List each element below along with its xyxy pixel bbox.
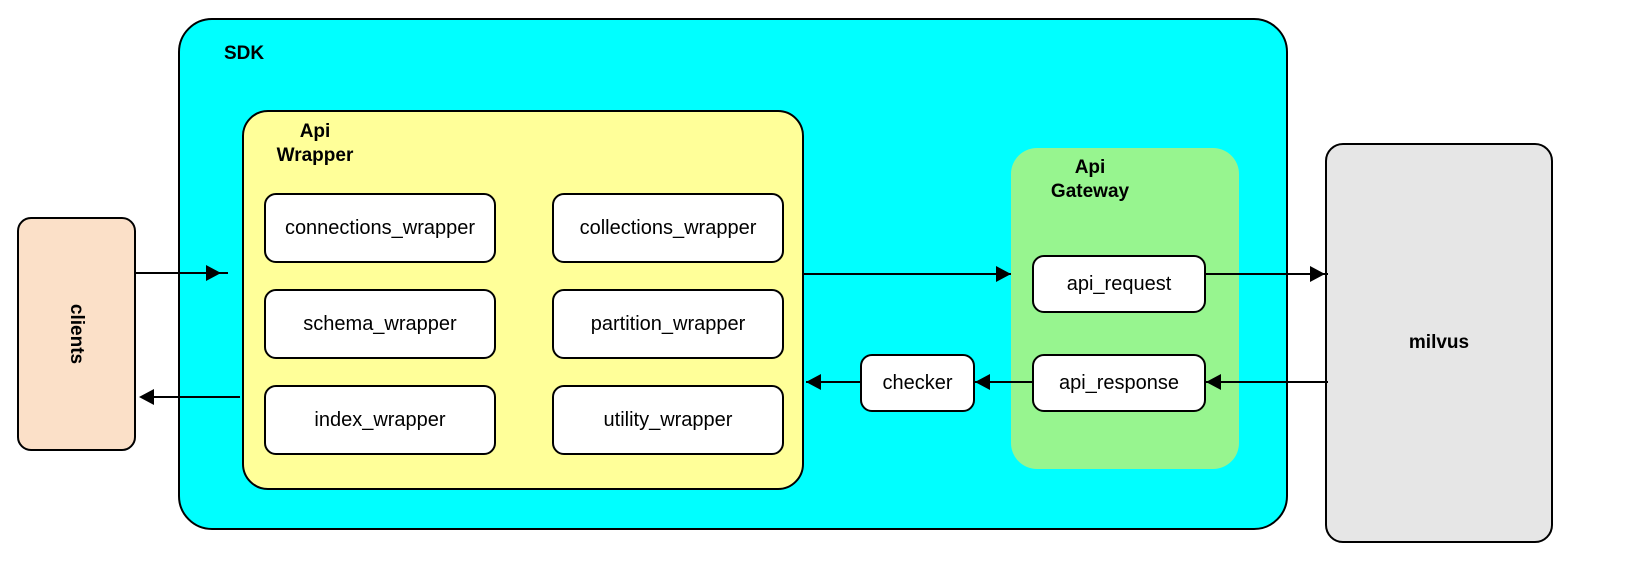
module-partition-wrapper[interactable]: partition_wrapper <box>552 289 784 359</box>
module-schema-wrapper[interactable]: schema_wrapper <box>264 289 496 359</box>
module-collections-wrapper[interactable]: collections_wrapper <box>552 193 784 263</box>
arrowhead-left-icon <box>1206 374 1221 390</box>
sdk-label: SDK <box>224 43 265 64</box>
module-connections-wrapper[interactable]: connections_wrapper <box>264 193 496 263</box>
api-wrapper-label: Api Wrapper <box>276 121 354 166</box>
module-index-wrapper[interactable]: index_wrapper <box>264 385 496 455</box>
module-api-response[interactable]: api_response <box>1032 354 1206 412</box>
arrowhead-right-icon <box>1310 266 1325 282</box>
connector-response-to-checker <box>975 381 1032 383</box>
clients-node[interactable]: clients <box>17 217 136 451</box>
connector-request-to-milvus <box>1206 273 1328 275</box>
arrowhead-right-icon <box>996 266 1011 282</box>
arrowhead-right-icon <box>206 265 221 281</box>
arrowhead-left-icon <box>806 374 821 390</box>
module-api-request[interactable]: api_request <box>1032 255 1206 313</box>
arrowhead-left-icon <box>975 374 990 390</box>
api-gateway-label: Api Gateway <box>1050 157 1130 202</box>
connector-checker-to-wrapper <box>806 381 860 383</box>
connector-wrapper-to-gateway <box>803 273 1011 275</box>
milvus-node[interactable]: milvus <box>1325 143 1553 543</box>
module-checker[interactable]: checker <box>860 354 975 412</box>
module-utility-wrapper[interactable]: utility_wrapper <box>552 385 784 455</box>
connector-sdk-to-clients <box>150 396 240 398</box>
connector-clients-to-sdk <box>136 272 228 274</box>
clients-label: clients <box>66 303 88 365</box>
arrowhead-left-icon <box>139 389 154 405</box>
connector-milvus-to-response <box>1206 381 1328 383</box>
